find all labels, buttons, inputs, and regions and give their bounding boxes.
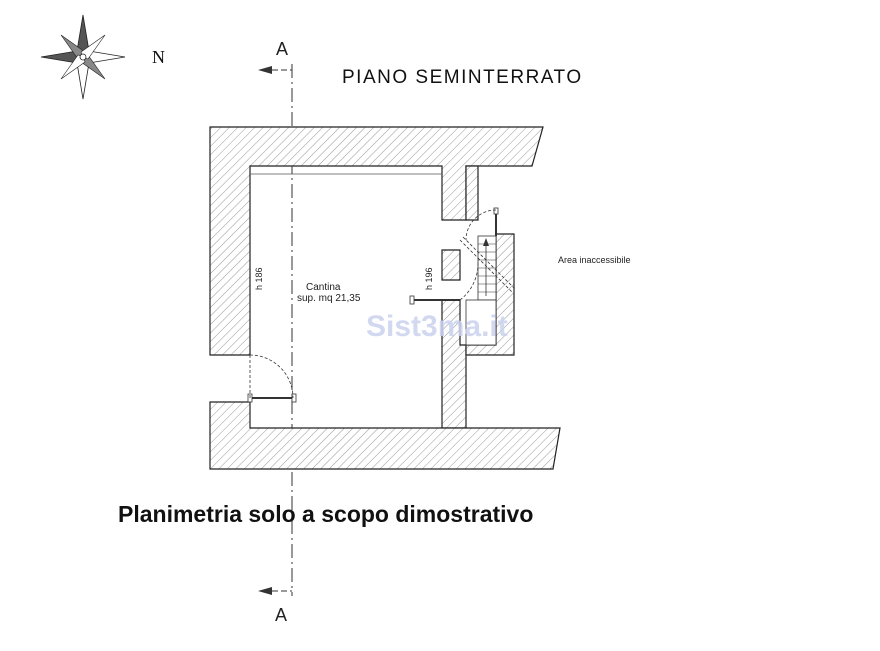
height-left: h 186: [254, 267, 264, 290]
room-area: sup. mq 21,35: [297, 293, 361, 304]
section-label-bottom: A: [275, 605, 287, 625]
room-name: Cantina: [306, 282, 341, 293]
caption: Planimetria solo a scopo dimostrativo: [118, 501, 533, 527]
north-label: N: [152, 47, 165, 67]
floor-title: PIANO SEMINTERRATO: [342, 67, 583, 88]
outside-area-label: Area inaccessibile: [558, 255, 631, 265]
watermark: Sist3ma.it: [366, 310, 508, 343]
door-right: [409, 261, 479, 305]
section-label-top: A: [276, 39, 288, 59]
section-line: [258, 64, 293, 596]
door-stair: [465, 207, 499, 241]
walls: [209, 126, 561, 470]
height-right: h 196: [424, 267, 434, 290]
compass-rose-icon: [40, 14, 126, 100]
door-left: [247, 354, 297, 403]
